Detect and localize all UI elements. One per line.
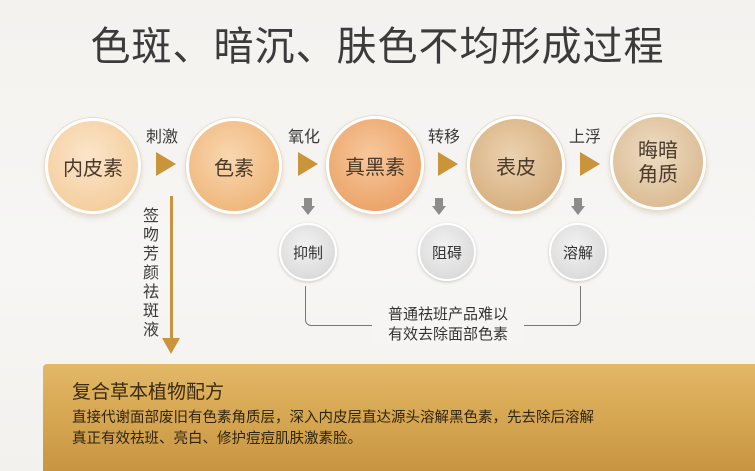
blocker-hinder: 阻碍 xyxy=(418,223,476,281)
stage-epidermis: 表皮 xyxy=(467,116,565,214)
right-arrow-icon xyxy=(156,152,176,176)
stage-label: 色素 xyxy=(214,155,254,180)
formula-description-line: 真正有效祛班、亮白、修护痘痘肌肤激素脸。 xyxy=(72,431,362,447)
stage-label: 表皮 xyxy=(496,154,536,179)
stage-label-line1: 晦暗 xyxy=(638,138,678,162)
vertical-char: 液 xyxy=(142,320,159,339)
blocker-label: 抑制 xyxy=(292,243,323,262)
formula-band xyxy=(43,364,755,471)
formula-description-line: 直接代谢面部废旧有色素角质层，深入内皮层直达源头溶解黑色素，先去除后溶解 xyxy=(72,410,594,426)
stage-pigment: 色素 xyxy=(186,118,282,214)
formula-title: 复合草本植物配方 xyxy=(72,381,225,403)
blocker-label: 阻碍 xyxy=(431,243,462,262)
vertical-char: 签 xyxy=(142,206,159,225)
right-arrow-icon xyxy=(438,152,458,176)
blocker-inhibit: 抑制 xyxy=(279,223,337,281)
down-arrow-icon xyxy=(162,338,180,354)
bracket-note: 普通祛班产品难以 有效去除面部色素 xyxy=(372,304,524,344)
stage-label-line2: 角质 xyxy=(638,162,678,186)
page-title: 色斑、暗沉、肤色不均形成过程 xyxy=(90,24,665,70)
blocker-label: 溶解 xyxy=(562,243,593,262)
down-arrow-icon xyxy=(432,198,446,216)
transition-label-rise: 上浮 xyxy=(569,127,602,146)
formula-description: 直接代谢面部废旧有色素角质层，深入内皮层直达源头溶解黑色素，先去除后溶解 真正有… xyxy=(72,408,742,450)
vertical-char: 斑 xyxy=(142,301,159,320)
stage-label: 内皮素 xyxy=(63,155,123,180)
bracket-note-line: 有效去除面部色素 xyxy=(387,325,508,343)
transition-label-stimulate: 刺激 xyxy=(146,127,179,146)
blocker-dissolve: 溶解 xyxy=(549,223,607,281)
bracket-note-line: 普通祛班产品难以 xyxy=(387,305,508,323)
transition-label-transfer: 转移 xyxy=(428,127,461,146)
right-arrow-icon xyxy=(580,152,600,176)
vertical-char: 芳 xyxy=(142,244,159,263)
stage-eumelanin: 真黑素 xyxy=(326,116,424,214)
vertical-char: 颜 xyxy=(142,263,159,282)
vertical-product-label: 签 吻 芳 颜 祛 斑 液 xyxy=(142,206,160,339)
stage-endothelin: 内皮素 xyxy=(45,118,141,214)
vertical-char: 祛 xyxy=(142,282,159,301)
stage-label: 真黑素 xyxy=(345,154,405,179)
right-arrow-icon xyxy=(298,152,318,176)
vertical-connector-line xyxy=(170,196,173,340)
transition-label-oxidize: 氧化 xyxy=(288,127,321,146)
down-arrow-icon xyxy=(301,198,315,216)
down-arrow-icon xyxy=(571,198,585,216)
vertical-char: 吻 xyxy=(142,225,159,244)
stage-dull-keratin: 晦暗 角质 xyxy=(610,114,706,210)
